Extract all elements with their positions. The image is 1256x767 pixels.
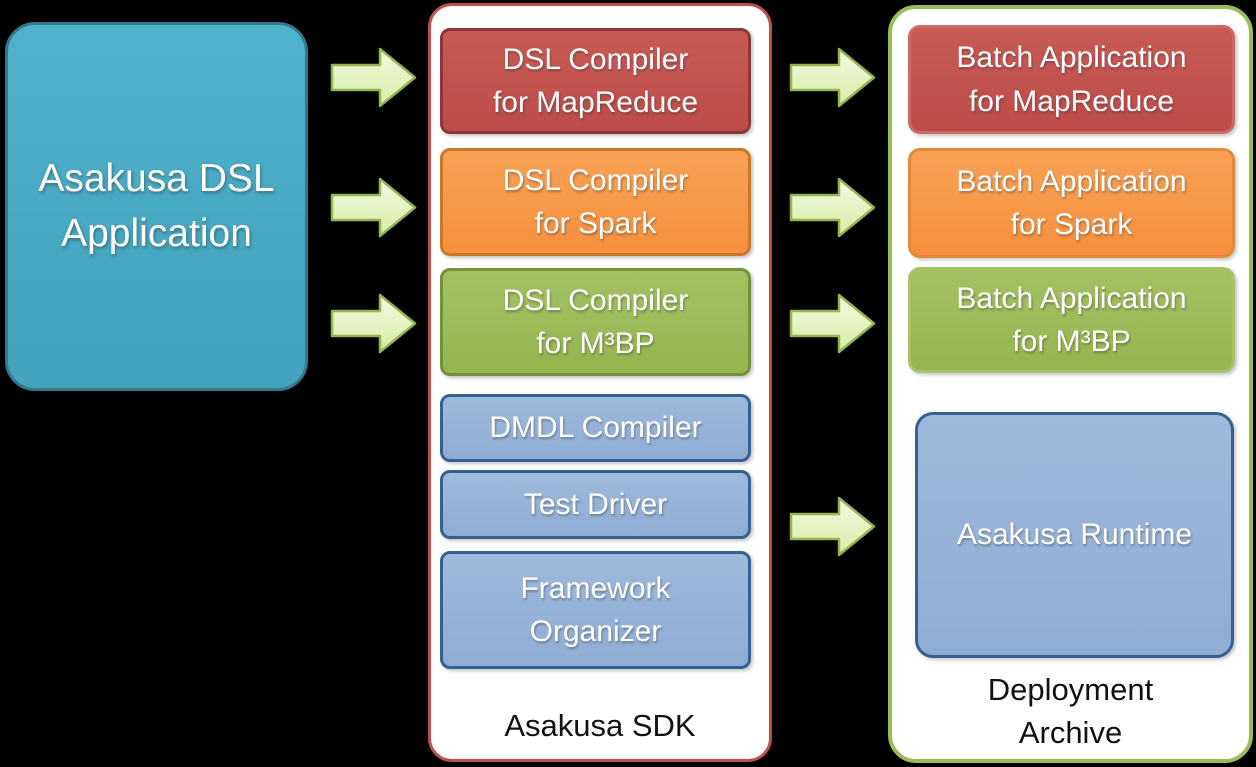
framework-organizer-label: Framework Organizer — [520, 571, 671, 649]
deployment-archive-title: Deployment Archive — [987, 672, 1154, 750]
test-driver-label: Test Driver — [523, 487, 668, 521]
asakusa-dsl-application-label: Asakusa DSL Application — [38, 156, 275, 255]
dsl-compiler-spark-box: DSL Compiler for Spark — [440, 148, 751, 256]
dsl-compiler-m3bp-box: DSL Compiler for M³BP — [440, 268, 751, 376]
dsl-compiler-spark-label: DSL Compiler for Spark — [502, 163, 689, 241]
test-driver-box: Test Driver — [440, 470, 751, 539]
batch-application-m3bp-box: Batch Application for M³BP — [908, 267, 1235, 373]
dsl-compiler-m3bp-label: DSL Compiler for M³BP — [502, 283, 689, 361]
asakusa-dsl-application-box: Asakusa DSL Application — [5, 22, 308, 391]
asakusa-sdk-title: Asakusa SDK — [504, 708, 696, 743]
dsl-compiler-mapreduce-label: DSL Compiler for MapReduce — [492, 42, 699, 120]
batch-application-mapreduce-box: Batch Application for MapReduce — [908, 25, 1235, 134]
dsl-compiler-mapreduce-box: DSL Compiler for MapReduce — [440, 28, 751, 134]
framework-organizer-box: Framework Organizer — [440, 551, 751, 669]
batch-application-m3bp-label: Batch Application for M³BP — [956, 281, 1187, 359]
asakusa-sdk-container: DSL Compiler for MapReduce DSL Compiler … — [428, 3, 772, 762]
right-arrow-icon — [789, 293, 876, 354]
batch-application-mapreduce-label: Batch Application for MapReduce — [956, 41, 1187, 118]
right-arrow-icon — [330, 47, 417, 108]
batch-application-spark-box: Batch Application for Spark — [908, 148, 1235, 258]
deployment-archive-container: Batch Application for MapReduce Batch Ap… — [888, 5, 1253, 763]
right-arrow-icon — [789, 47, 876, 108]
dmdl-compiler-box: DMDL Compiler — [440, 394, 751, 462]
batch-application-spark-label: Batch Application for Spark — [956, 164, 1187, 242]
right-arrow-icon — [789, 496, 876, 557]
right-arrow-icon — [330, 293, 417, 354]
asakusa-runtime-box: Asakusa Runtime — [915, 412, 1234, 658]
asakusa-runtime-label: Asakusa Runtime — [956, 518, 1193, 552]
right-arrow-icon — [789, 177, 876, 238]
right-arrow-icon — [330, 177, 417, 238]
dmdl-compiler-label: DMDL Compiler — [489, 411, 702, 445]
